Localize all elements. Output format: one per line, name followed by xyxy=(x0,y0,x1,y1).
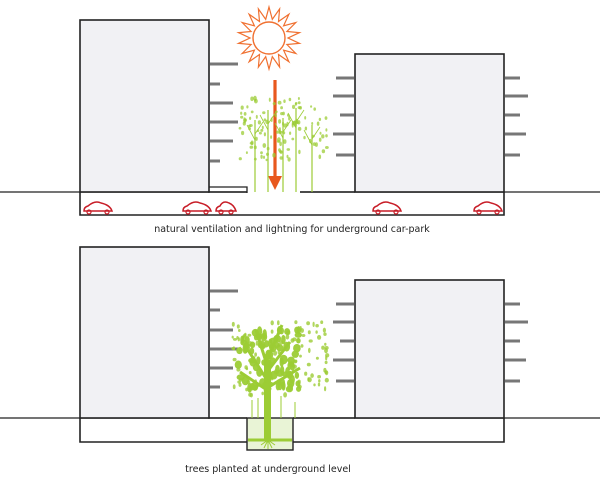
sun-icon xyxy=(236,4,302,72)
building-left-bottom xyxy=(79,246,210,419)
roots xyxy=(260,439,276,449)
car-icon xyxy=(372,201,403,215)
car-icon xyxy=(215,201,238,215)
opening-ledge xyxy=(208,186,248,193)
light-arrow-icon xyxy=(268,80,282,190)
balconies-right-inner-bottom xyxy=(333,302,354,383)
car-park-outline xyxy=(79,191,505,216)
balconies-right-inner xyxy=(333,76,354,157)
building-left xyxy=(79,19,210,193)
car-icon xyxy=(182,201,213,215)
building-right-bottom xyxy=(354,279,505,419)
caption-top: natural ventilation and lightning for un… xyxy=(154,224,430,235)
balconies-right-outer-bottom xyxy=(505,302,528,383)
tree-icon xyxy=(231,320,330,440)
building-right xyxy=(354,53,505,193)
balconies-left xyxy=(210,62,238,163)
cars-group xyxy=(83,201,504,215)
basement-outline xyxy=(79,417,505,443)
caption-bottom: trees planted at underground level xyxy=(185,464,351,475)
car-icon xyxy=(473,201,504,215)
balconies-right-outer xyxy=(505,76,528,157)
section-top: natural ventilation and lightning for un… xyxy=(0,4,600,235)
tree-icon xyxy=(238,95,329,192)
section-bottom: trees planted at underground level xyxy=(0,246,600,475)
car-icon xyxy=(83,201,114,215)
